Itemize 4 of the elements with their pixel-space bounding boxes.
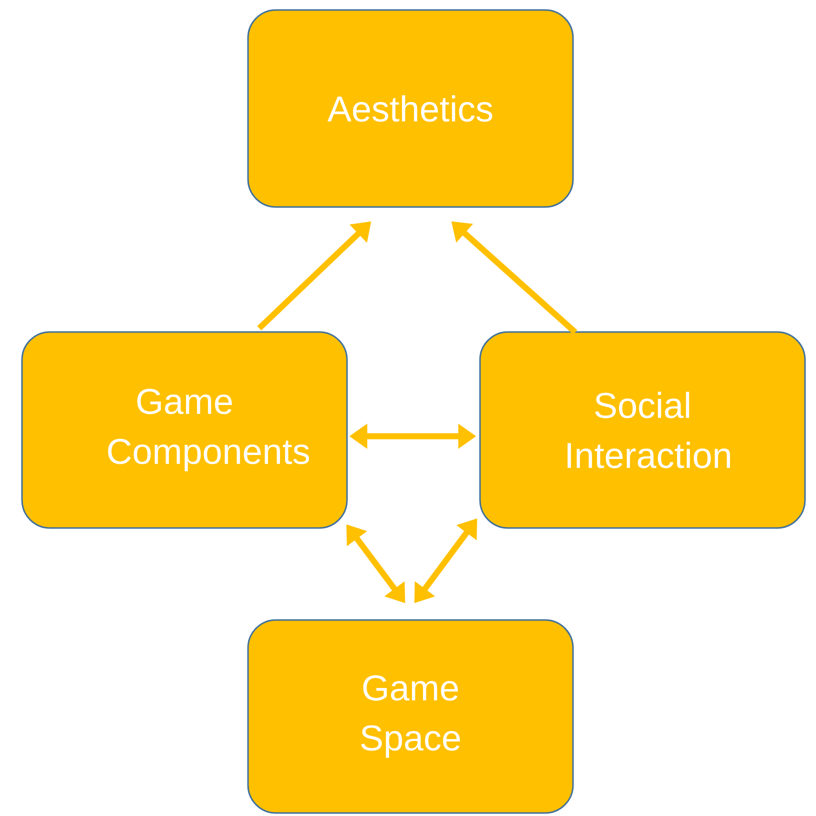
- process-box: Game Space: [247, 619, 574, 814]
- process-box: Game Components: [21, 331, 348, 529]
- process-box: Social Interaction: [479, 331, 806, 529]
- process-box: Aesthetics: [247, 9, 574, 208]
